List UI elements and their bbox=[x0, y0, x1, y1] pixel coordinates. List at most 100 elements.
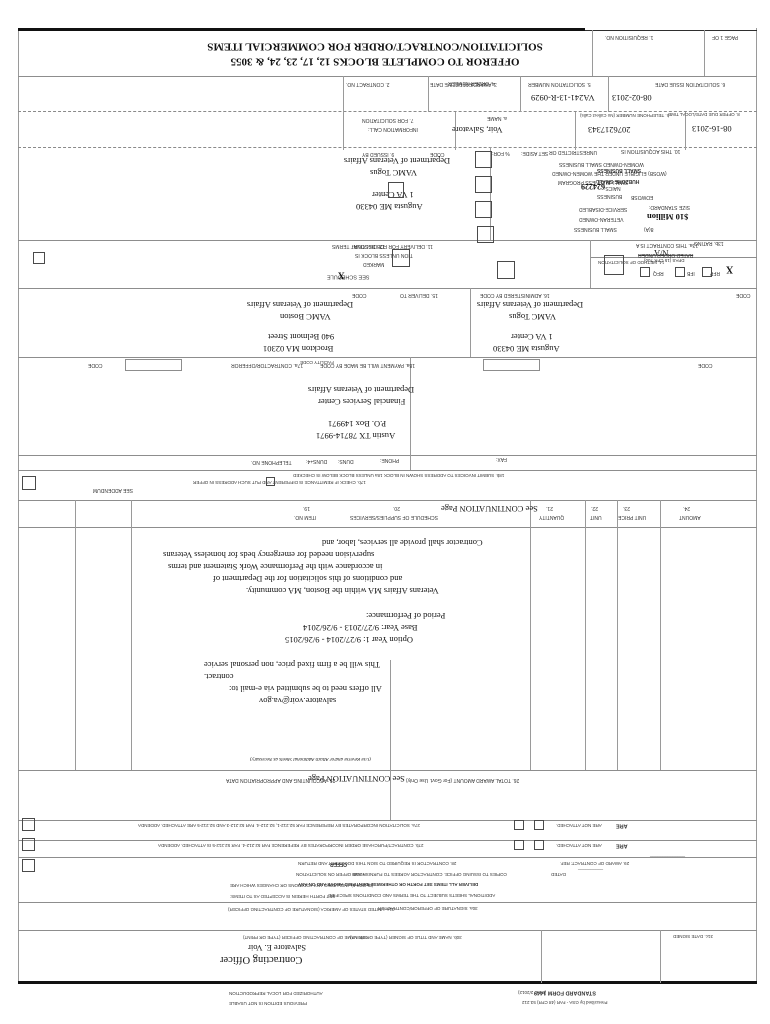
telephone-no-label: TELEPHONE NO. bbox=[251, 458, 292, 465]
grid-line bbox=[470, 288, 471, 357]
block29-label-line4: SET FORTH HEREIN IS ACCEPTED AS TO ITEMS… bbox=[230, 894, 336, 900]
block17a-label: 17a. CONTRACTOR/OFFEROR bbox=[231, 361, 304, 368]
block11-checkbox bbox=[392, 249, 410, 267]
grid-line bbox=[18, 820, 757, 821]
col24-number: 24. bbox=[683, 504, 690, 511]
footer-standard-form: STANDARD FORM 1449 bbox=[534, 989, 596, 996]
grid-line bbox=[455, 112, 456, 150]
grid-line bbox=[18, 28, 19, 983]
body-line1: Contractor shall provide all services, l… bbox=[322, 537, 483, 548]
grid-line bbox=[18, 240, 757, 241]
setaside-checkbox-2 bbox=[475, 176, 492, 193]
solicitation-issue-date-value: 08-02-2013 bbox=[612, 92, 652, 103]
phone-label: PHONE: bbox=[380, 456, 400, 463]
block10-label: 10. THIS ACQUISITION IS bbox=[621, 147, 681, 154]
facility-code-box bbox=[483, 359, 540, 371]
block10-sdvosb-line3: SMALL BUSINESS bbox=[574, 225, 617, 232]
block5-label: 5. SOLICITATION NUMBER bbox=[528, 80, 591, 87]
duns-label: DUNS: bbox=[338, 457, 354, 464]
duns4-label: DUNS+4: bbox=[306, 457, 328, 464]
block27a-label: 27a. SOLICITATION INCORPORATES BY REFERE… bbox=[138, 823, 420, 829]
contracting-officer-title: Contracting Officer bbox=[220, 954, 303, 966]
rfq-label: RFQ bbox=[653, 269, 664, 276]
administered-by-line1: Department of Veterans Affairs bbox=[477, 299, 584, 310]
grid-line bbox=[617, 500, 618, 770]
block17b-label: 17b. CHECK IF REMITTANCE IS DIFFERENT AN… bbox=[193, 480, 366, 486]
block2-label: 2. CONTRACT NO. bbox=[346, 80, 390, 87]
block10-setaside-label: SET ASIDE: bbox=[521, 149, 549, 156]
block27b-margin-checkbox bbox=[22, 838, 35, 851]
payment-by-line1: Department of Veterans Affairs bbox=[308, 384, 415, 395]
block15-label: 15. DELIVER TO bbox=[400, 291, 438, 298]
block17a-code-label: CODE bbox=[88, 361, 103, 368]
block27a-arenot-label: ARE NOT ATTACHED. bbox=[556, 823, 602, 829]
col23-number: 23. bbox=[623, 504, 630, 511]
contracting-officer-name: Salvatore E. Voir bbox=[248, 942, 306, 953]
block10-edwosb-label: EDWOSB bbox=[631, 193, 654, 200]
grid-line bbox=[18, 357, 757, 358]
block7a-name-label: a. NAME bbox=[487, 114, 508, 121]
block28-label-line3: DELIVER ALL ITEMS SET FORTH OR OTHERWISE… bbox=[298, 882, 479, 888]
block7b-telephone-label: b. TELEPHONE NUMBER (No Collect Calls) bbox=[580, 113, 670, 119]
grid-line bbox=[590, 257, 757, 258]
body-line5: Veterans Affairs MA within the Boston, M… bbox=[246, 585, 439, 596]
deliver-to-line1: Department of Veterans Affairs bbox=[247, 299, 354, 310]
block4-label: 4. ORDER NUMBER bbox=[448, 79, 495, 86]
block31a-label: 31a. UNITED STATES OF AMERICA (SIGNATURE… bbox=[228, 907, 395, 913]
grid-line bbox=[18, 527, 757, 528]
page-label: PAGE 1 OF bbox=[712, 33, 739, 40]
grid-line bbox=[18, 981, 757, 984]
grid-line bbox=[18, 500, 757, 501]
form-title-line1: SOLICITATION/CONTRACT/ORDER FOR COMMERCI… bbox=[207, 40, 543, 53]
grid-line bbox=[18, 840, 757, 841]
grid-line bbox=[585, 500, 586, 770]
block10-wosb-label: WOMEN-OWNED SMALL BUSINESS bbox=[559, 160, 644, 167]
block28-label-line4: ADDITIONAL SHEETS SUBJECT TO THE TERMS A… bbox=[328, 893, 496, 899]
block28-offer-overlap: OFFER bbox=[330, 860, 347, 867]
grid-line bbox=[18, 147, 757, 148]
size-standard-label: SIZE STANDARD: bbox=[649, 203, 691, 210]
see-addendum-checkbox bbox=[22, 476, 36, 490]
footer-previous-edition: PREVIOUS EDITION IS NOT USABLE bbox=[229, 1001, 307, 1007]
block7-label-line1: 7. FOR SOLICITATION bbox=[362, 116, 414, 123]
grid-line bbox=[541, 930, 542, 983]
facility-code-box bbox=[125, 359, 182, 371]
body-ffp-line1: This will be a firm fixed price, non per… bbox=[204, 659, 381, 670]
body-pop-base-year: Base Year: 9/27/2013 - 9/26/2014 bbox=[303, 622, 418, 633]
administered-by-line2: VAMC Togus bbox=[509, 311, 557, 322]
deliver-to-line3: 940 Belmont Street bbox=[268, 331, 335, 342]
block29-dated-rule: __________ bbox=[578, 869, 604, 875]
ifb-checkbox bbox=[675, 267, 685, 277]
block28-label-line1: 28. CONTRACTOR IS REQUIRED TO SIGN THIS … bbox=[298, 861, 457, 867]
deliver-to-line4: Brockton MA 02301 bbox=[263, 343, 334, 354]
grid-line bbox=[18, 111, 757, 112]
grid-line bbox=[18, 455, 757, 456]
body-email-line1: All offers need to be submitted via e-ma… bbox=[229, 683, 382, 694]
block27a-margin-checkbox bbox=[22, 818, 35, 831]
deliver-to-line2: VAMC Boston bbox=[280, 311, 331, 322]
grid-line bbox=[75, 500, 76, 770]
block16-code-label: CODE bbox=[736, 291, 751, 298]
block11-label-line1: 11. DELIVERY FOR FOB DESTINA- bbox=[352, 242, 433, 249]
block18a-code-label: CODE bbox=[698, 361, 713, 368]
grid-line bbox=[756, 28, 757, 983]
block27b-arenot-checkbox bbox=[534, 840, 544, 850]
grid-line bbox=[608, 76, 609, 112]
issued-by-line2: VAMC Togus bbox=[370, 167, 418, 178]
col19-label: ITEM NO. bbox=[294, 513, 317, 520]
schedule-continuation-value: See CONTINUATION Page bbox=[441, 503, 538, 514]
administered-by-line3: 1 VA Center bbox=[511, 331, 553, 342]
block10-unrestricted-label: UNRESTRICTED OR bbox=[549, 148, 598, 155]
grid-line bbox=[390, 660, 391, 820]
issued-by-line1: Department of Veterans Affairs bbox=[344, 155, 451, 166]
body-pop-header: Period of Performance: bbox=[366, 610, 446, 621]
block11-label-line3: MARKED bbox=[363, 260, 385, 267]
col24-label: AMOUNT bbox=[679, 513, 701, 520]
footer-prescribed: Prescribed by GSA - FAR (48 CFR) 53.212 bbox=[522, 1000, 608, 1006]
body-line4: and conditions of this solicitation for … bbox=[213, 573, 403, 584]
offer-due-date-value: 08-16-2013 bbox=[692, 123, 732, 134]
requisition-label: 1. REQUISITION NO. bbox=[605, 33, 654, 40]
block10-wosb-eligible-label: (WOSB) ELIGIBLE UNDER THE WOMEN-OWNED bbox=[552, 169, 667, 176]
block29-dated-label: DATED bbox=[551, 872, 566, 878]
col20-number: 20. bbox=[393, 504, 400, 511]
